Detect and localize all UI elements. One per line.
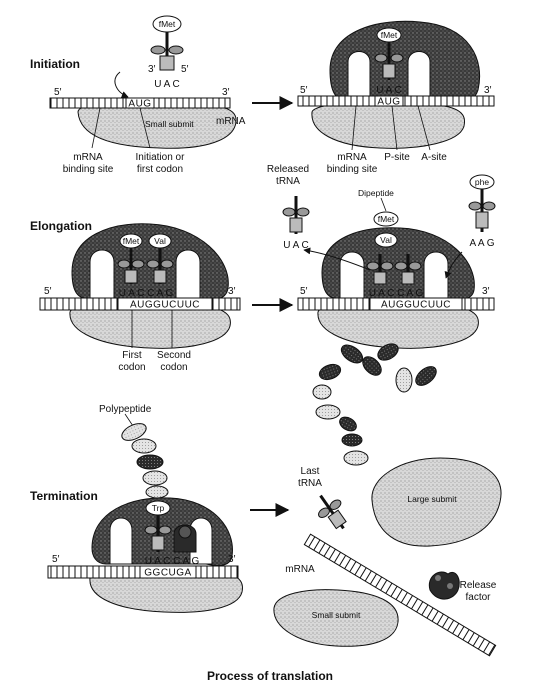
anticodons-elongation-result: U A C C A G <box>369 288 424 299</box>
codons-elongation-result: AUGGUCUUC <box>381 300 451 311</box>
initiation-result-panel: AUG 5′ 3′ fMet U A C mRNA binding site P… <box>297 20 495 175</box>
polypeptide-chain-left <box>121 423 169 499</box>
released-trna-label-2: tRNA <box>276 176 300 187</box>
dipeptide-fmet <box>373 211 399 227</box>
anticodon-uac: U A C <box>376 85 402 96</box>
released-trna-label-1: Released <box>267 164 309 175</box>
polypeptide-label: Polypeptide <box>99 404 152 415</box>
free-mrna-strand <box>303 533 497 657</box>
small-subunit <box>311 101 466 149</box>
pointer-arrow <box>114 71 129 98</box>
second-codon-label-1: Second <box>157 350 191 361</box>
strand-5-prime: 5′ <box>300 286 308 297</box>
codons-termination: GGCUGA <box>144 568 191 579</box>
small-subunit-label: Small submit <box>145 119 194 129</box>
trna-last <box>144 515 172 552</box>
strand-3-prime: 3′ <box>482 286 490 297</box>
first-codon-label-1: First <box>122 350 142 361</box>
p-site-label: P-site <box>384 152 410 163</box>
mrna-label: mRNA <box>216 116 246 127</box>
release-factor <box>428 571 460 600</box>
strand-3-prime: 3′ <box>222 87 230 98</box>
small-subunit-label: Small submit <box>312 610 361 620</box>
anticodons-elongation: U A C C A G <box>119 288 174 299</box>
incoming-anticodon: A A G <box>469 238 494 249</box>
codon-aug: AUG <box>128 99 151 110</box>
mrna-label: mRNA <box>285 564 315 575</box>
dipeptide-val <box>374 232 398 248</box>
amino-acid-label: Trp <box>152 503 165 513</box>
trna-fmet: fMet <box>150 15 184 71</box>
anticodon-uac: U A C <box>154 79 180 90</box>
strand-3-prime: 3′ <box>228 554 236 565</box>
dipeptide-label: Dipeptide <box>358 188 394 198</box>
strand-5-prime: 5′ <box>54 87 62 98</box>
amino-acid-label: fMet <box>123 236 140 246</box>
release-factor-label-2: factor <box>465 592 491 603</box>
strand-5-prime: 5′ <box>44 286 52 297</box>
elongation-panel: AUGGUCUUC 5′ 3′ fMet Val U A C C A G Fir… <box>39 223 241 373</box>
figure-caption: Process of translation <box>207 669 333 683</box>
trna-in-a-site <box>394 254 422 285</box>
strand-3-prime: 3′ <box>228 286 236 297</box>
last-trna-label-2: tRNA <box>298 478 322 489</box>
second-codon-label-2: codon <box>160 362 187 373</box>
trna-fmet: fMet <box>374 27 404 80</box>
a-site-label: A-site <box>421 152 447 163</box>
trna-in-p-site <box>366 254 394 285</box>
initiation-codon-label-2: first codon <box>137 164 183 175</box>
stage-title-termination: Termination <box>30 489 98 503</box>
trna-5-prime: 5′ <box>181 64 189 75</box>
amino-acid-label: fMet <box>159 19 176 29</box>
amino-acid-label: fMet <box>381 30 398 40</box>
stage-title-initiation: Initiation <box>30 57 80 71</box>
released-anticodon: U A C <box>283 240 309 251</box>
incoming-trna <box>468 189 496 232</box>
trna-fmet: fMet <box>117 233 145 284</box>
release-factor-bound <box>173 524 197 553</box>
strand-5-prime: 5′ <box>52 554 60 565</box>
amino-acid-label: phe <box>475 177 489 187</box>
small-subunit-free <box>273 589 399 647</box>
anticodons-termination: U A C C A G <box>145 556 200 567</box>
release-arrow <box>303 247 371 271</box>
elongation-result-panel: AUGGUCUUC 5′ 3′ U A C C A G Dipeptide fM… <box>267 164 496 349</box>
mrna-binding-site-label-2: binding site <box>63 164 114 175</box>
last-trna <box>318 494 347 530</box>
entry-arrow <box>444 251 463 279</box>
strand-3-prime: 3′ <box>484 85 492 96</box>
amino-acid-label: Val <box>380 235 392 245</box>
mrna-binding-site-label-2: binding site <box>327 164 378 175</box>
amino-acid-label: Val <box>154 236 166 246</box>
termination-result-panel: Last tRNA Large submit mRNA Small submit… <box>273 457 502 657</box>
trna-3-prime: 3′ <box>148 64 156 75</box>
initiation-codon-label-1: Initiation or <box>136 152 186 163</box>
polypeptide-chain-right <box>312 343 437 466</box>
released-trna <box>282 196 310 234</box>
mrna-binding-site-label-1: mRNA <box>337 152 367 163</box>
release-factor-label-1: Release <box>460 580 497 591</box>
initiation-panel: AUG 5′ 3′ Small submit mRNA fMet 3′ 5′ U… <box>49 15 246 175</box>
strand-5-prime: 5′ <box>300 85 308 96</box>
amino-acid-label: fMet <box>378 214 395 224</box>
large-subunit-label: Large submit <box>407 494 457 504</box>
mrna-binding-site-label-1: mRNA <box>73 152 103 163</box>
trna-val: Val <box>146 233 174 284</box>
codons-elongation: AUGGUCUUC <box>130 300 200 311</box>
last-trna-label-1: Last <box>301 466 320 477</box>
codon-aug: AUG <box>377 97 400 108</box>
termination-panel: Polypeptide GGCUGA 5′ 3′ Trp U A <box>47 404 243 613</box>
first-codon-label-2: codon <box>118 362 145 373</box>
large-subunit-free <box>371 457 502 547</box>
stage-title-elongation: Elongation <box>30 219 92 233</box>
